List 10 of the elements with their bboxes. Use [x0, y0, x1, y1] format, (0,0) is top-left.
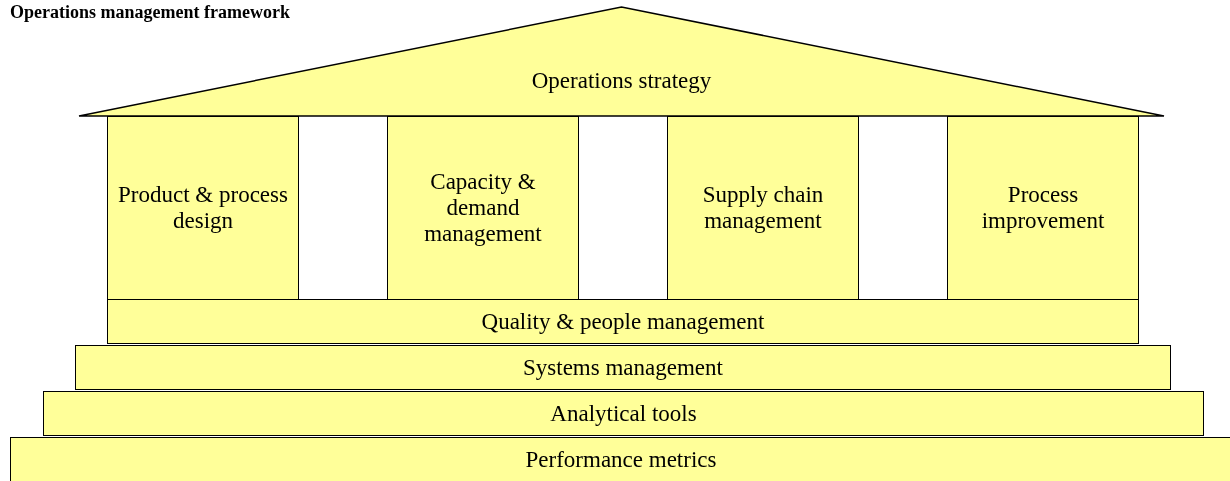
foundation-band: Analytical tools [43, 391, 1204, 436]
foundation-band: Quality & people management [107, 299, 1139, 344]
pillar-box: Process improvement [947, 116, 1139, 300]
pillar-box: Supply chain management [667, 116, 859, 300]
foundation-band: Performance metrics [10, 437, 1230, 481]
roof-label: Operations strategy [531, 68, 712, 94]
pillar-box: Capacity & demand management [387, 116, 579, 300]
diagram-title: Operations management framework [10, 2, 290, 23]
pillar-box: Product & process design [107, 116, 299, 300]
foundation-band: Systems management [75, 345, 1171, 390]
